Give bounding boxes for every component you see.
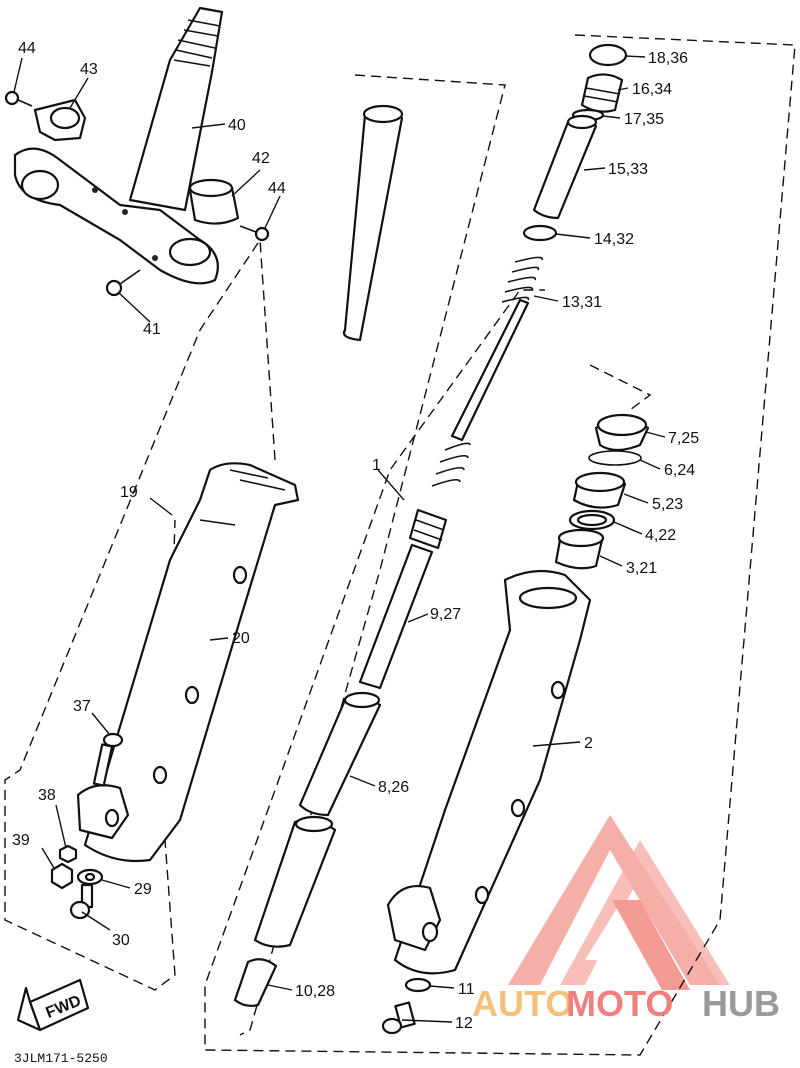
bolt-41: [105, 269, 141, 297]
label-12: 12: [455, 1015, 473, 1032]
bolt-44-left: [4, 90, 33, 107]
inner-tube-upper: [342, 109, 404, 342]
bolt-30: [69, 883, 94, 920]
label-29: 29: [134, 881, 152, 898]
center-group-outline: [239, 74, 506, 1036]
label-2: 2: [584, 735, 593, 752]
fork-spring: [501, 256, 544, 303]
cap-bolt: [588, 43, 628, 67]
diagram-code: 3JLM171-5250: [14, 1051, 108, 1066]
label-20: 20: [232, 630, 250, 647]
label-42: 42: [252, 150, 270, 167]
label-1: 1: [372, 457, 381, 474]
spring-seat: [522, 224, 558, 242]
right-group-outline: [204, 34, 796, 1056]
label-5-23: 5,23: [652, 496, 683, 513]
nut-39: [50, 862, 74, 890]
bolt-37: [92, 732, 124, 787]
label-18-36: 18,36: [648, 50, 688, 67]
steering-stem: [128, 6, 224, 212]
center-inner-parts: [233, 104, 530, 1007]
label-15-33: 15,33: [608, 161, 648, 178]
label-37: 37: [73, 698, 91, 715]
rebound-spring: [431, 442, 471, 487]
label-16-34: 16,34: [632, 81, 672, 98]
automotohub-logo: [508, 815, 730, 990]
stopper-ring: [588, 450, 642, 466]
label-44a: 44: [18, 40, 36, 57]
label-38: 38: [38, 787, 56, 804]
right-fork-leg: [381, 569, 592, 1035]
label-3-21: 3,21: [626, 560, 657, 577]
label-9-27: 9,27: [430, 606, 461, 623]
outer-tube-right: [393, 569, 592, 975]
label-41: 41: [143, 321, 161, 338]
dashed-group-outlines: [4, 34, 796, 1056]
label-19: 19: [120, 484, 138, 501]
copper-washer: [404, 977, 432, 993]
left-fork-leg: [50, 462, 300, 920]
piston-rod: [358, 543, 434, 690]
left-leg-group-outline: [4, 237, 276, 991]
label-7-25: 7,25: [668, 430, 699, 447]
label-11: 11: [458, 981, 475, 998]
label-8-26: 8,26: [378, 779, 409, 796]
piston-rings: [408, 508, 448, 550]
label-39: 39: [12, 832, 30, 849]
fork-plug: [580, 73, 624, 113]
label-10-28: 10,28: [295, 983, 335, 1000]
lower-bracket: [13, 147, 219, 285]
label-17-35: 17,35: [624, 111, 664, 128]
steering-stem-assembly: [4, 6, 270, 297]
fwd-arrow: FWD: [16, 978, 90, 1032]
label-40: 40: [228, 117, 246, 134]
inner-tube-lower: [253, 818, 337, 948]
lower-right-outline: [589, 364, 652, 411]
right-seal-stack: [554, 413, 650, 570]
label-30: 30: [112, 932, 130, 949]
leader-lines: [13, 55, 666, 1023]
label-13-31: 13,31: [562, 294, 602, 311]
watermark-hub: HUB: [702, 983, 780, 1024]
label-14-32: 14,32: [594, 231, 634, 248]
watermark-auto: AUTO: [472, 983, 573, 1024]
slide-bushing: [233, 958, 278, 1007]
damper-rod: [450, 298, 530, 442]
watermark-text: AUTO MOTO HUB: [472, 983, 780, 1024]
drain-bolt: [381, 1001, 416, 1035]
label-44b: 44: [268, 180, 286, 197]
label-6-24: 6,24: [664, 462, 695, 479]
nut-38: [58, 844, 78, 864]
bolt-44-right: [239, 225, 270, 242]
oil-lock-piece: [298, 695, 382, 817]
part-labels: 44 43 40 42 44 41 19 20 37 38 39 29 30 1…: [12, 40, 699, 1032]
label-4-22: 4,22: [645, 527, 676, 544]
watermark-moto: MOTO: [566, 983, 673, 1024]
spacer-tube: [532, 118, 598, 220]
right-upper-parts: [501, 43, 628, 303]
outer-tube-left: [83, 462, 300, 863]
label-43: 43: [80, 61, 98, 78]
